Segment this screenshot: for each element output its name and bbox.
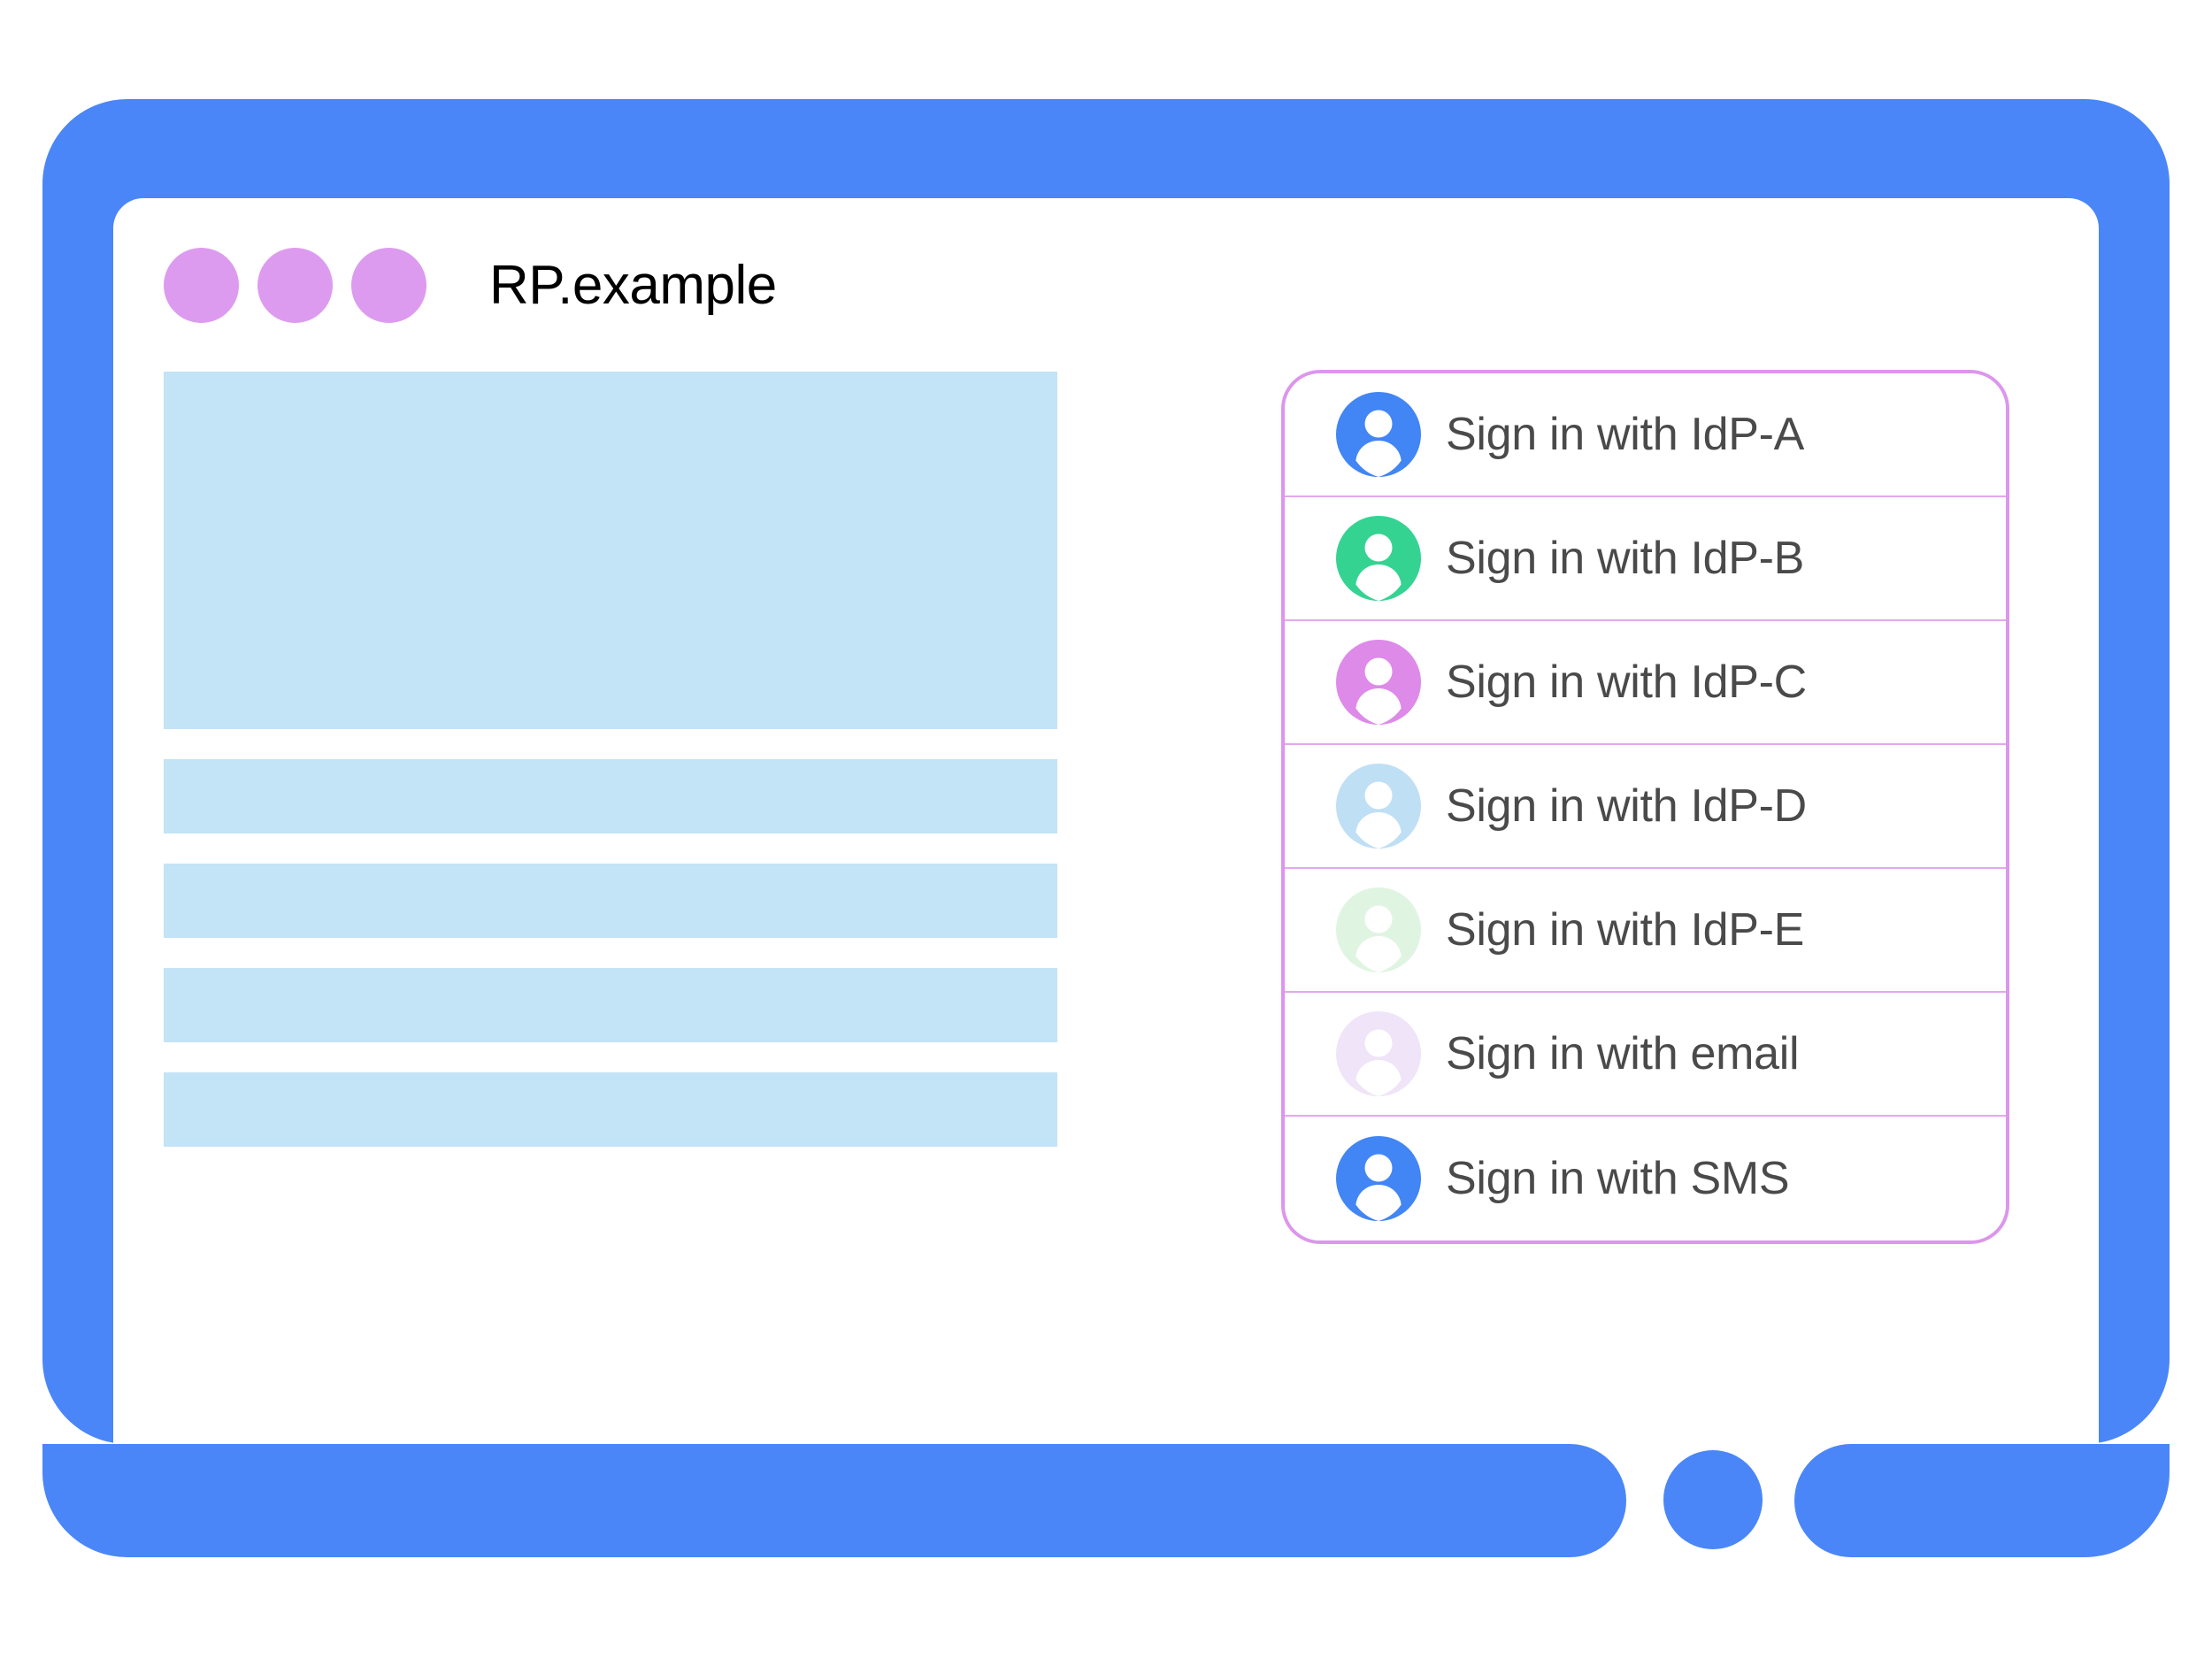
signin-option-row[interactable]: Sign in with IdP-E [1285, 869, 2006, 993]
window-dot-1[interactable] [164, 247, 239, 323]
text-line-placeholder-1 [164, 759, 1057, 833]
account-avatar-icon [1336, 1011, 1421, 1096]
home-button[interactable] [1663, 1450, 1763, 1549]
account-avatar-icon [1336, 516, 1421, 601]
account-avatar-icon [1336, 392, 1421, 477]
browser-title-bar: RP.example [113, 198, 2099, 372]
page-content-placeholders [164, 372, 1057, 1177]
signin-option-label: Sign in with email [1446, 1028, 1800, 1079]
window-dot-2[interactable] [257, 247, 333, 323]
account-avatar-icon [1336, 1136, 1421, 1221]
federated-signin-account-chooser: Sign in with IdP-A Sign in with IdP-B Sign… [1281, 370, 2009, 1244]
hero-placeholder [164, 372, 1057, 729]
window-dot-3[interactable] [351, 247, 426, 323]
text-line-placeholder-3 [164, 968, 1057, 1042]
signin-option-row[interactable]: Sign in with SMS [1285, 1117, 2006, 1240]
signin-option-row[interactable]: Sign in with email [1285, 993, 2006, 1117]
signin-option-row[interactable]: Sign in with IdP-B [1285, 497, 2006, 621]
signin-option-label: Sign in with IdP-D [1446, 780, 1807, 832]
text-line-placeholder-4 [164, 1072, 1057, 1147]
page-title: RP.example [489, 254, 777, 316]
device-bezel-bottom-left [42, 1444, 1626, 1557]
device-bezel-bottom-right [1794, 1444, 2170, 1557]
signin-option-label: Sign in with IdP-C [1446, 657, 1807, 708]
signin-option-label: Sign in with IdP-E [1446, 904, 1805, 956]
signin-option-row[interactable]: Sign in with IdP-D [1285, 745, 2006, 869]
account-avatar-icon [1336, 887, 1421, 972]
signin-option-label: Sign in with IdP-B [1446, 533, 1805, 584]
account-avatar-icon [1336, 764, 1421, 849]
signin-option-label: Sign in with SMS [1446, 1153, 1790, 1204]
text-line-placeholder-2 [164, 864, 1057, 938]
signin-option-label: Sign in with IdP-A [1446, 409, 1805, 460]
signin-option-row[interactable]: Sign in with IdP-A [1285, 373, 2006, 497]
signin-option-row[interactable]: Sign in with IdP-C [1285, 621, 2006, 745]
account-avatar-icon [1336, 640, 1421, 725]
